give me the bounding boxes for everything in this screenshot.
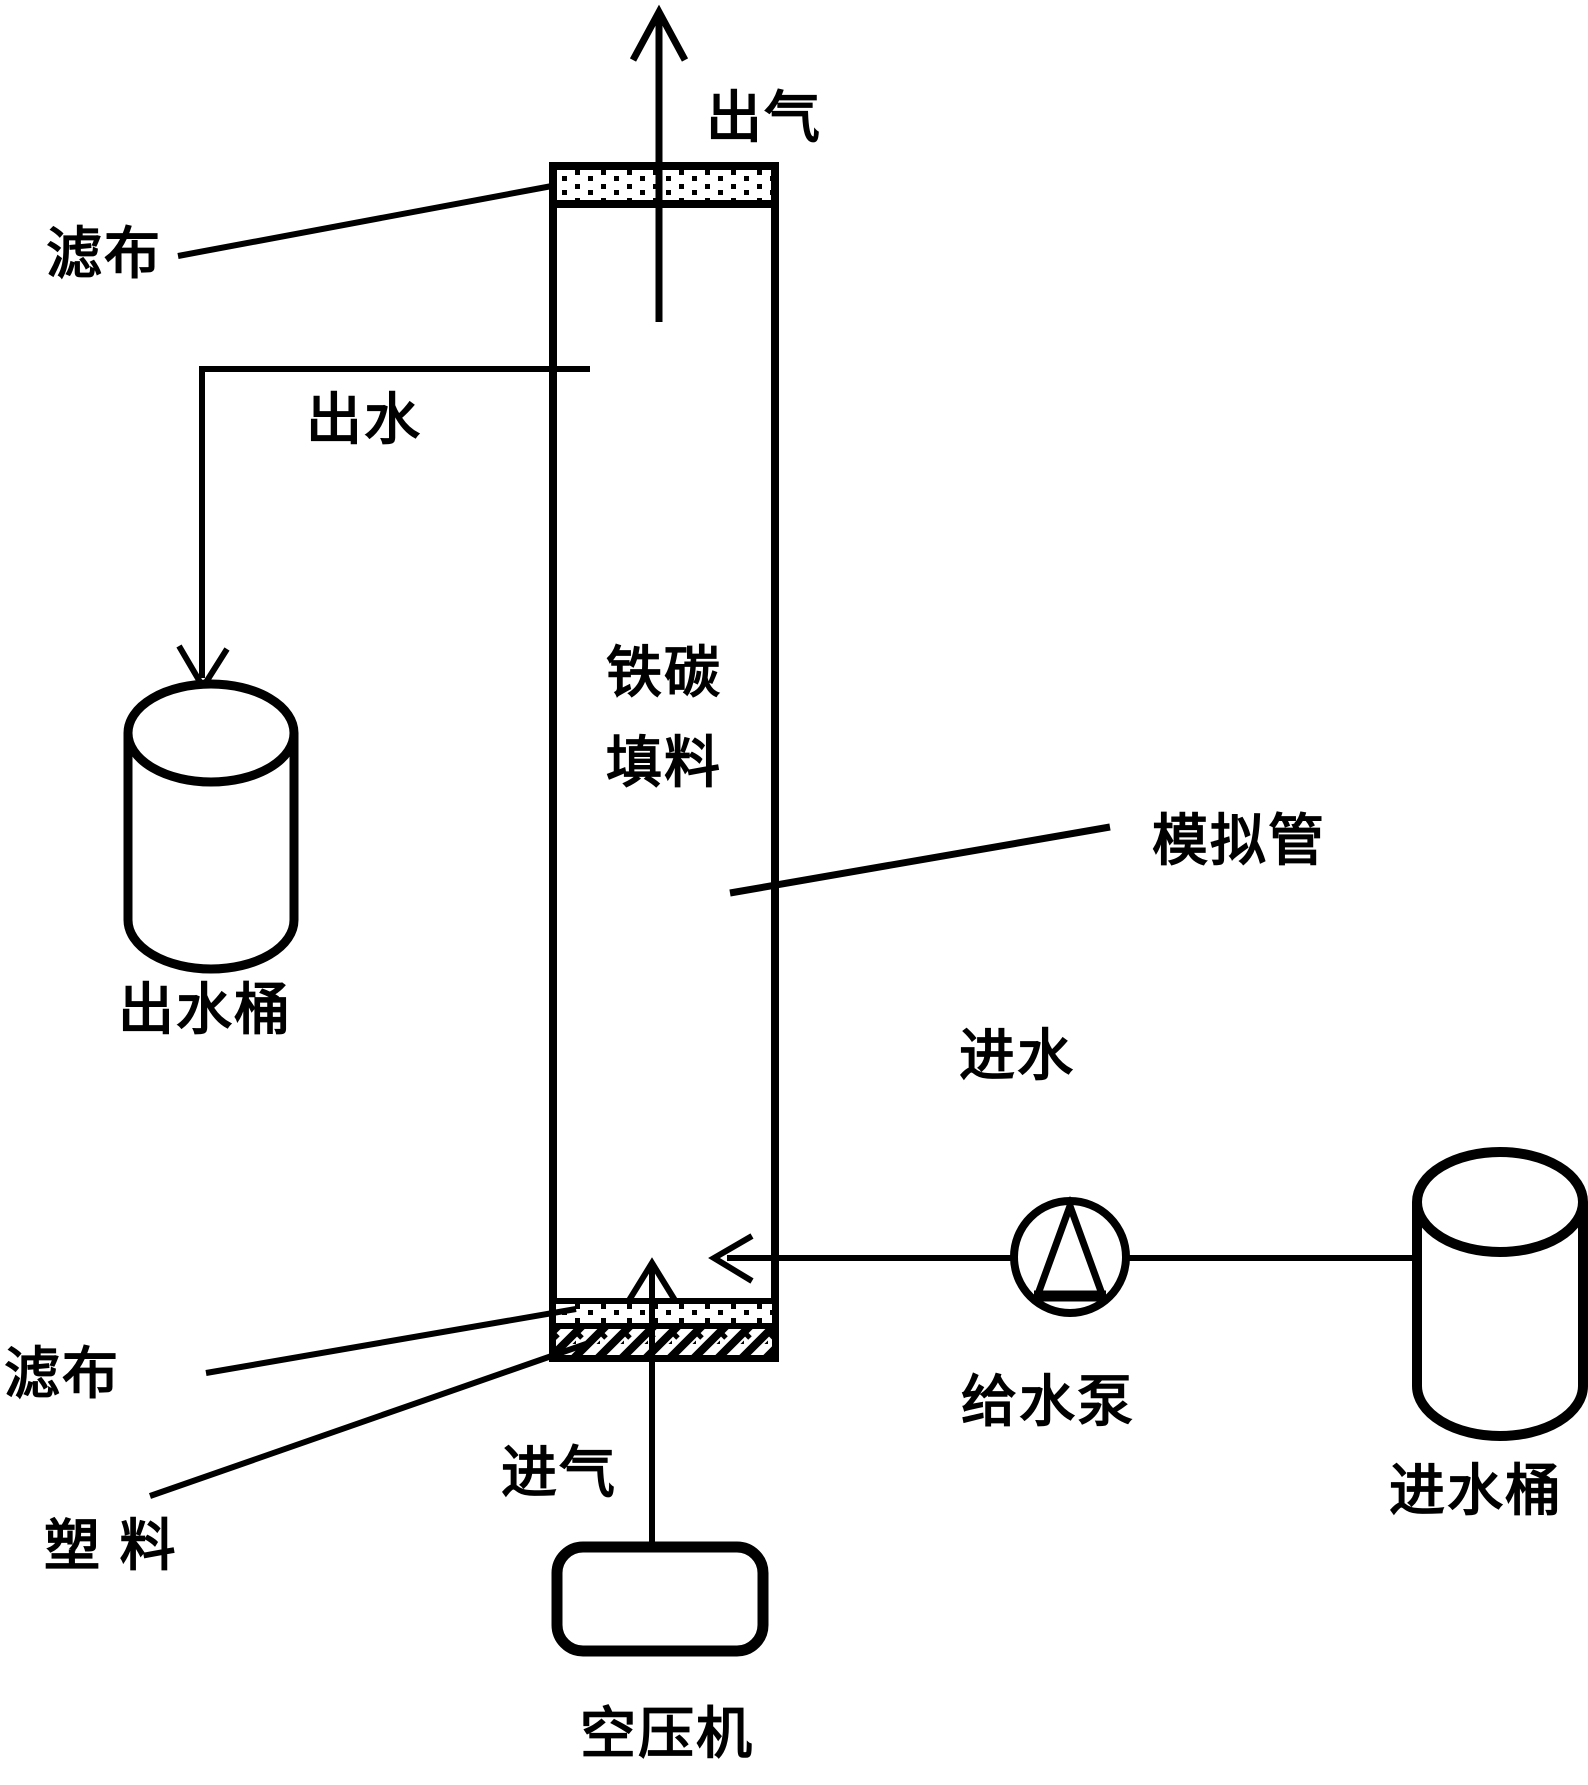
gas-in-pipe — [625, 1257, 679, 1548]
label-filler-line2: 填料 — [606, 731, 722, 794]
label-filler-line1: 铁碳 — [606, 641, 722, 704]
label-filter-cloth-bottom: 滤布 — [4, 1342, 120, 1405]
gas-out-arrow — [629, 4, 689, 322]
gas-in-arrowhead — [625, 1257, 679, 1304]
label-air-compressor: 空压机 — [580, 1702, 754, 1765]
bottom-filter-cloth-band — [550, 1298, 778, 1329]
column-body — [549, 162, 779, 1362]
plastic-leader — [149, 1341, 587, 1499]
simulation-column — [549, 162, 779, 1362]
label-water-in-bucket: 进水桶 — [1389, 1459, 1563, 1522]
water-in-bucket — [1412, 1147, 1588, 1441]
label-gas-out: 出气 — [706, 86, 822, 149]
label-feed-pump: 给水泵 — [961, 1370, 1135, 1433]
label-filter-cloth-top: 滤布 — [46, 222, 162, 285]
water-in-arrowhead — [708, 1233, 754, 1284]
label-plastic: 塑 料 — [44, 1514, 178, 1577]
air-compressor-box — [551, 1541, 769, 1657]
label-water-in: 进水 — [959, 1024, 1075, 1087]
plastic-band — [550, 1323, 778, 1361]
simulation-tube-leader — [729, 823, 1111, 897]
water-in-pipe — [708, 1233, 1417, 1284]
water-out-bucket — [123, 679, 299, 974]
top-filter-cloth-band — [549, 162, 779, 208]
label-gas-in: 进气 — [501, 1441, 617, 1504]
bottom-filter-cloth-leader — [205, 1306, 577, 1376]
feed-pump-symbol — [1010, 1195, 1130, 1317]
label-water-out: 出水 — [306, 388, 422, 451]
label-water-out-bucket: 出水桶 — [118, 978, 292, 1041]
top-filter-cloth-leader — [177, 183, 553, 259]
label-simulation-tube: 模拟管 — [1152, 809, 1326, 872]
